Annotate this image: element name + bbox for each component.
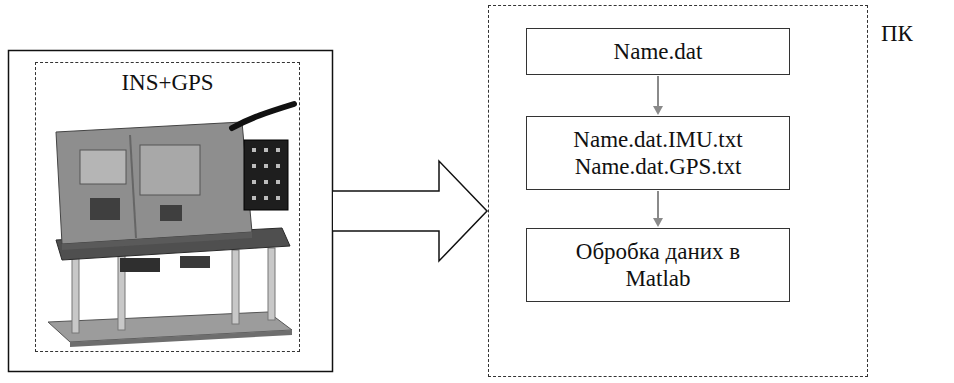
process-box: Обробка даних в Matlab (526, 228, 790, 302)
base-board-edge (70, 330, 292, 347)
chip (180, 256, 210, 268)
pin (276, 196, 280, 200)
box-label: Name.dat.IMU.txt (537, 126, 779, 153)
chip (90, 198, 120, 220)
arrow-head (653, 106, 663, 115)
pin (252, 148, 256, 152)
antenna-cable (232, 104, 294, 128)
block-arrow-outline (333, 161, 487, 261)
file-box: Name.dat (526, 28, 790, 75)
top-board (56, 122, 252, 244)
top-board-edge (62, 232, 252, 250)
pin (252, 180, 256, 184)
standoff (232, 250, 239, 324)
group-heading: INS+GPS (36, 63, 299, 96)
pin (276, 164, 280, 168)
pin (276, 148, 280, 152)
pin (252, 164, 256, 168)
flow-arrow (653, 76, 663, 115)
file-box: Name.dat.IMU.txtName.dat.GPS.txt (526, 116, 790, 190)
chip (120, 258, 160, 272)
block-arrow (333, 161, 487, 261)
pin (252, 196, 256, 200)
chip (160, 205, 182, 221)
arrow-shaft (657, 191, 659, 218)
board-divider (130, 135, 136, 238)
group-label: ПК (881, 20, 913, 47)
device-frame (9, 51, 333, 372)
header-pins (252, 148, 280, 200)
standoff (72, 255, 79, 333)
flow-arrow (653, 191, 663, 227)
pin (264, 196, 268, 200)
header-connector (244, 140, 288, 210)
device-photo (48, 104, 294, 347)
pin (264, 148, 268, 152)
pin (264, 164, 268, 168)
pin (276, 180, 280, 184)
arrow-head (653, 218, 663, 227)
pc-group-frame: Name.datName.dat.IMU.txtName.dat.GPS.txt… (488, 5, 868, 377)
device-group-frame: INS+GPS (35, 62, 300, 352)
box-label: Name.dat (537, 38, 779, 65)
arrow-shaft (657, 76, 659, 106)
box-label: Обробка даних в Matlab (553, 238, 763, 292)
pin (264, 180, 268, 184)
box-label: Name.dat.GPS.txt (537, 153, 779, 180)
standoff (268, 248, 275, 320)
chip (140, 145, 200, 195)
chip (80, 150, 126, 184)
